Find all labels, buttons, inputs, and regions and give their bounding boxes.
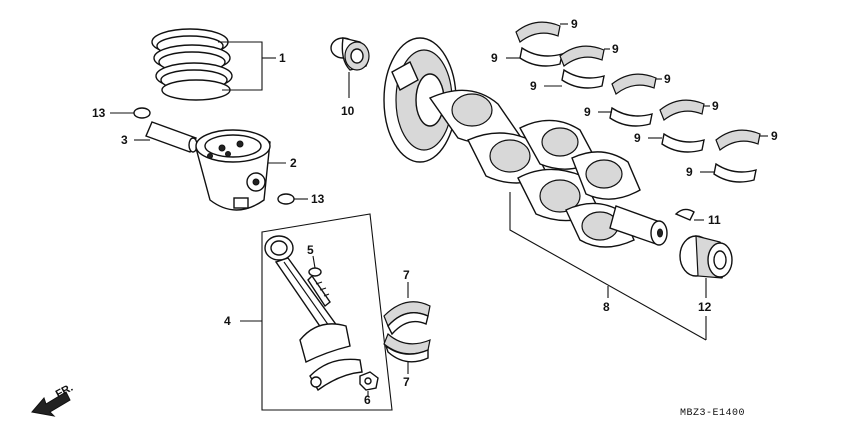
piston-pin bbox=[145, 121, 198, 153]
callout-12: 12 bbox=[698, 300, 712, 314]
diagram-code: MBZ3-E1400 bbox=[680, 408, 745, 419]
callout-9: 9 bbox=[612, 42, 619, 56]
callout-7-top: 7 bbox=[403, 268, 410, 282]
callout-6: 6 bbox=[364, 393, 371, 407]
woodruff-key bbox=[674, 208, 695, 221]
callout-9: 9 bbox=[634, 131, 641, 145]
callout-8-leader bbox=[509, 192, 707, 341]
callout-5: 5 bbox=[307, 243, 314, 257]
direction-label: FR. bbox=[54, 382, 75, 401]
callout-13-left: 13 bbox=[92, 106, 106, 120]
callout-9: 9 bbox=[491, 51, 498, 65]
callout-9: 9 bbox=[712, 99, 719, 113]
callout-1-leader bbox=[218, 41, 276, 91]
main-bearing-callouts: 9 9 9 9 9 9 9 9 9 9 bbox=[491, 17, 778, 179]
callout-10: 10 bbox=[341, 104, 355, 118]
connecting-rod-bearing-lower bbox=[383, 332, 431, 363]
connecting-rod-bolt bbox=[307, 267, 331, 308]
cam-chain-sprocket bbox=[330, 37, 370, 71]
callout-9: 9 bbox=[530, 79, 537, 93]
connecting-rod-nut bbox=[359, 371, 379, 391]
crankshaft-end-bearing bbox=[679, 235, 733, 279]
callout-2: 2 bbox=[290, 156, 297, 170]
callout-3: 3 bbox=[121, 133, 128, 147]
front-direction-arrow-icon bbox=[31, 391, 71, 417]
callout-7-bottom: 7 bbox=[403, 375, 410, 389]
callout-9: 9 bbox=[686, 165, 693, 179]
connecting-rod-group-outline bbox=[261, 213, 393, 411]
main-bearing-leaders bbox=[506, 23, 768, 173]
callout-8: 8 bbox=[603, 300, 610, 314]
callout-9: 9 bbox=[771, 129, 778, 143]
callout-4: 4 bbox=[224, 314, 231, 328]
piston-pin-clip-right bbox=[277, 193, 295, 205]
main-bearing-set bbox=[515, 21, 761, 183]
crankshaft bbox=[383, 37, 668, 248]
callout-9: 9 bbox=[584, 105, 591, 119]
callout-1: 1 bbox=[279, 51, 286, 65]
connecting-rod-bearing-upper bbox=[383, 301, 431, 336]
callout-13-right: 13 bbox=[311, 192, 325, 206]
callout-9: 9 bbox=[571, 17, 578, 31]
connecting-rod bbox=[264, 235, 363, 392]
piston-rings bbox=[151, 28, 233, 101]
callout-11: 11 bbox=[708, 213, 721, 227]
callout-9: 9 bbox=[664, 72, 671, 86]
piston bbox=[195, 129, 271, 211]
piston-pin-clip-left bbox=[133, 107, 151, 119]
